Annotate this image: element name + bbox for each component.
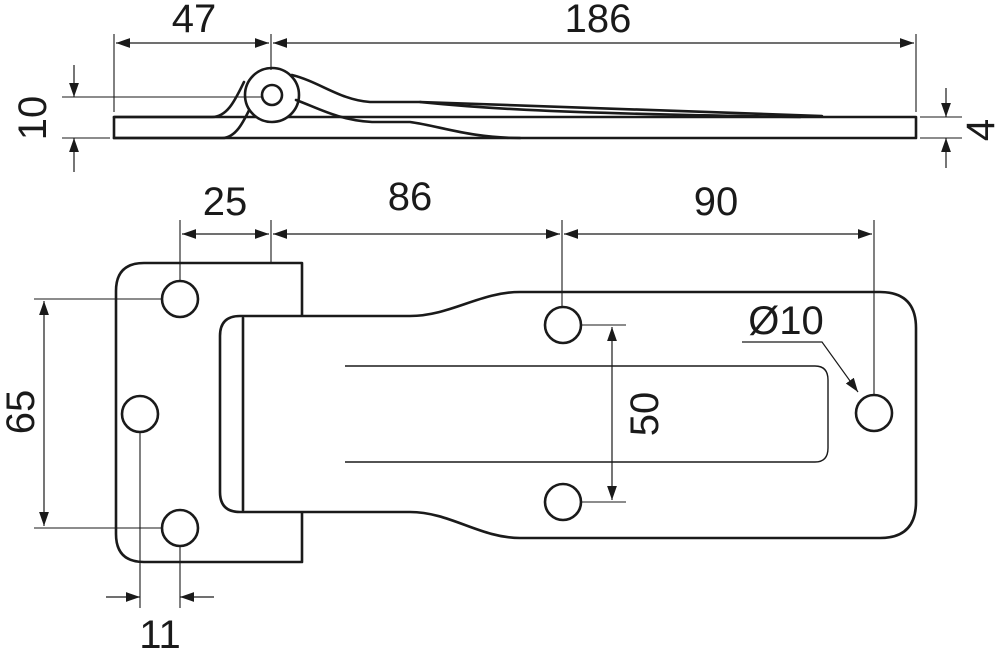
side-right-leaf xyxy=(290,73,802,140)
dim-text-86: 86 xyxy=(388,175,433,219)
side-flat-leaf xyxy=(112,115,918,140)
hinge-strap xyxy=(218,290,918,540)
side-taper-line xyxy=(418,100,824,118)
hole-plate-bottom xyxy=(160,508,200,548)
leader-diameter xyxy=(742,341,859,393)
dim-text-50: 50 xyxy=(623,392,667,437)
strap-groove xyxy=(345,365,829,463)
dim-text-diameter: Ø10 xyxy=(748,299,824,343)
dim-text-10: 10 xyxy=(11,96,55,141)
side-view: 47 186 10 4 xyxy=(11,0,1000,172)
dim-text-65: 65 xyxy=(0,390,43,435)
hole-strap-top xyxy=(543,305,583,345)
dim-text-11: 11 xyxy=(139,613,181,651)
hole-strap-bottom xyxy=(543,482,583,522)
dim-text-25: 25 xyxy=(203,180,248,224)
side-knuckle-pin xyxy=(260,83,284,107)
dim-text-186: 186 xyxy=(565,0,632,41)
dim-text-47: 47 xyxy=(172,0,217,41)
top-view: 25 86 90 Ø10 50 65 11 xyxy=(0,175,918,651)
hole-plate-middle xyxy=(120,394,160,434)
dim-text-90: 90 xyxy=(694,180,739,224)
dim-text-4: 4 xyxy=(959,119,1000,141)
hole-plate-top xyxy=(160,279,200,319)
hole-strap-end xyxy=(854,393,894,433)
